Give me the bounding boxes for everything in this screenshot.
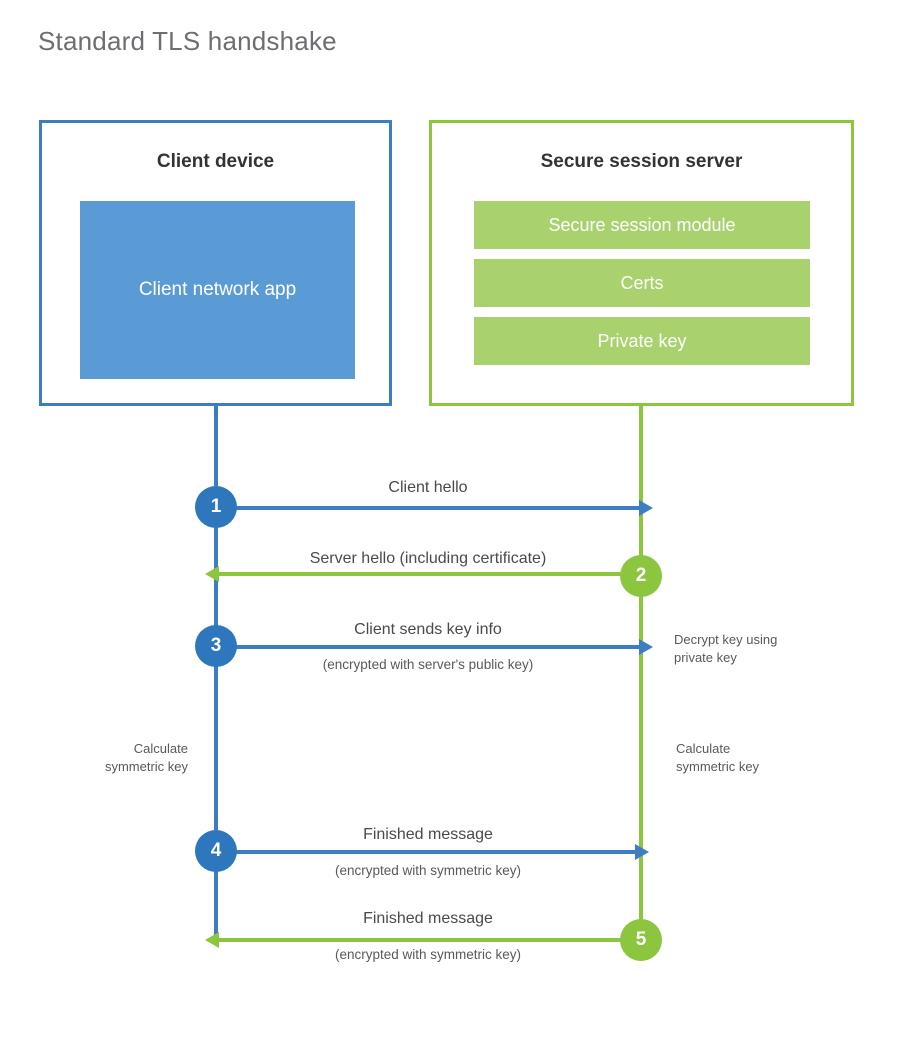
server-lifeline: [639, 403, 643, 941]
step-4-label: Finished message: [363, 826, 493, 843]
step-1-circle[interactable]: 1: [195, 486, 237, 528]
step-4-sublabel: (encrypted with symmetric key): [334, 863, 522, 878]
client-lifeline: [214, 403, 218, 942]
step-1-label: Client hello: [388, 479, 468, 496]
client-device-box: Client device Client network app: [39, 120, 392, 406]
client-network-app-block: Client network app: [80, 201, 355, 379]
step-2-circle[interactable]: 2: [620, 555, 662, 597]
step-3-arrow: [216, 639, 653, 655]
client-calc-note-line-2: symmetric key: [104, 758, 188, 774]
step-2-label: Server hello (including certificate): [309, 550, 547, 567]
step-3-label: Client sends key info: [354, 621, 502, 638]
server-decrypt-note-line-1: Decrypt key using: [674, 632, 778, 647]
step-4-circle[interactable]: 4: [195, 830, 237, 872]
step-3-circle[interactable]: 3: [195, 625, 237, 667]
server-calculate-symmetric-key-note: Calculate symmetric key: [676, 740, 856, 775]
client-device-title: Client device: [156, 151, 275, 172]
step-5-label: Finished message: [363, 910, 493, 927]
server-component-certs: Certs: [474, 259, 810, 307]
server-calc-note-line-1: Calculate: [676, 741, 731, 756]
step-3-sublabel: (encrypted with server's public key): [322, 657, 534, 672]
arrowhead-left-icon: [205, 932, 219, 948]
server-component-list: Secure session module Certs Private key: [474, 201, 810, 365]
secure-session-server-title: Secure session server: [540, 151, 743, 172]
secure-session-server-box: Secure session server Secure session mod…: [429, 120, 854, 406]
arrowhead-right-icon: [639, 500, 653, 516]
server-decrypt-note: Decrypt key using private key: [674, 631, 854, 666]
client-calc-note-line-1: Calculate: [133, 741, 188, 756]
client-calculate-symmetric-key-note: Calculate symmetric key: [40, 740, 188, 775]
step-5-arrow: [205, 932, 640, 948]
step-4-arrow: [216, 844, 649, 860]
step-2-arrow: [205, 566, 640, 582]
server-decrypt-note-line-2: private key: [674, 649, 737, 665]
server-calc-note-line-2: symmetric key: [676, 758, 760, 774]
arrowhead-right-icon: [639, 639, 653, 655]
arrowhead-left-icon: [205, 566, 219, 582]
arrowhead-right-icon: [635, 844, 649, 860]
step-5-sublabel: (encrypted with symmetric key): [334, 947, 522, 962]
server-component-private-key: Private key: [474, 317, 810, 365]
server-component-secure-session-module: Secure session module: [474, 201, 810, 249]
step-5-circle[interactable]: 5: [620, 919, 662, 961]
step-1-arrow: [216, 500, 653, 516]
page-title: Standard TLS handshake: [38, 26, 337, 56]
